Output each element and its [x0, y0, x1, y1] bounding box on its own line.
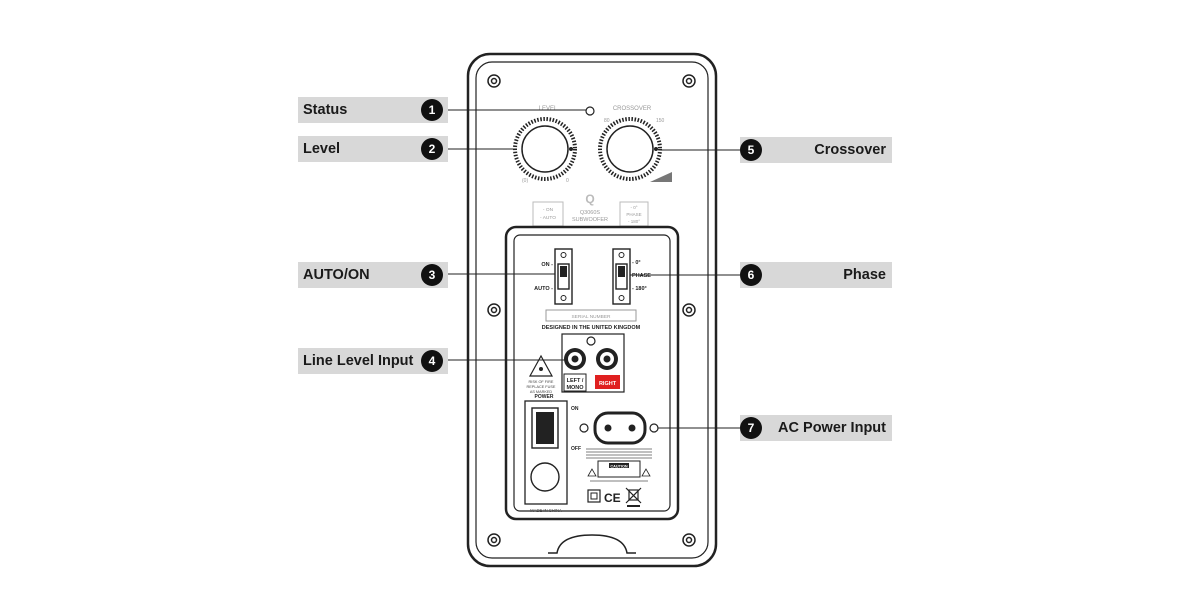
right-input-label: RIGHT	[599, 381, 617, 387]
callout-badge-6: 6	[740, 264, 762, 286]
leader-lines	[443, 109, 740, 429]
phase-180-label: - 180°	[632, 286, 647, 292]
mode-box-auto: - AUTO	[540, 215, 556, 221]
inlet-screw-right	[649, 423, 659, 433]
power-off-label: OFF	[571, 446, 581, 452]
switch-on-label: ON -	[541, 262, 553, 268]
ac-power-inlet[interactable]	[593, 411, 647, 445]
right-rca-jack[interactable]	[596, 348, 618, 370]
caution-label: CAUTION	[610, 464, 628, 468]
status-led	[585, 106, 595, 116]
replace-fuse-text: REPLACE FUSE	[527, 385, 556, 389]
brand-logo: Q	[585, 192, 594, 206]
lower-panel-inner	[513, 234, 671, 512]
phase-0-label: - 0°	[632, 260, 641, 266]
crossover-max-label: 150	[656, 118, 665, 124]
switch-auto-label: AUTO -	[534, 286, 553, 292]
input-indicator-dot	[586, 336, 596, 346]
model-type: SUBWOOFER	[572, 217, 608, 223]
serial-number-label: SERIAL NUMBER	[571, 314, 611, 320]
crossover-knob-label: CROSSOVER	[613, 106, 652, 112]
crossover-gradient-wedge	[650, 172, 672, 182]
left-input-label: LEFT /	[567, 378, 584, 384]
mono-input-label: MONO	[566, 385, 584, 391]
left-mono-rca-jack[interactable]	[564, 348, 586, 370]
bottom-handle-slot	[548, 534, 636, 554]
level-max-label: 0	[566, 178, 569, 184]
phase-box-0: - 0°	[630, 205, 637, 210]
level-knob[interactable]	[513, 117, 577, 181]
crossover-callout-label: Crossover	[740, 137, 892, 163]
level-min-label: (0)	[522, 178, 528, 184]
model-number: Q3060S	[580, 210, 601, 216]
level-knob-label: LEVEL	[539, 106, 558, 112]
weee-bin-icon	[625, 487, 642, 507]
phase-label-box	[619, 201, 649, 227]
as-marked-text: AS MARKED	[530, 390, 553, 394]
fuse-holder[interactable]	[530, 462, 560, 492]
callout-badge-7: 7	[740, 417, 762, 439]
cabinet-inner-outline	[475, 61, 709, 559]
callout-badge-2: 2	[421, 138, 443, 160]
inlet-screw-left	[579, 423, 589, 433]
phase-box-label: PHASE	[626, 212, 641, 217]
callout-badge-5: 5	[740, 139, 762, 161]
callout-badge-3: 3	[421, 264, 443, 286]
screws	[487, 74, 696, 547]
phase-callout-label: Phase	[740, 262, 892, 288]
double-insulation-icon	[587, 489, 601, 503]
designed-in-uk: DESIGNED IN THE UNITED KINGDOM	[542, 325, 641, 331]
fuse-warning-icon	[528, 354, 554, 377]
input-plate	[561, 333, 625, 393]
power-label: POWER	[535, 394, 554, 400]
right-tag	[595, 375, 620, 389]
phase-box-180: - 180°	[628, 219, 640, 224]
callout-badge-1: 1	[421, 99, 443, 121]
serial-number-box	[545, 309, 637, 322]
callout-badge-4: 4	[421, 350, 443, 372]
mode-label-box	[532, 201, 564, 227]
power-on-label: ON	[571, 406, 579, 412]
risk-of-fire-text: RISK OF FIRE	[529, 380, 554, 384]
line-level-input-callout-label: Line Level Input	[298, 348, 448, 374]
made-in-label: MADE IN CHINA	[530, 508, 562, 513]
ac-power-input-callout-label: AC Power Input	[740, 415, 892, 441]
phase-switch-label: PHASE	[632, 273, 651, 279]
crossover-knob[interactable]	[598, 117, 662, 181]
mode-box-on: - ON	[543, 207, 554, 213]
caution-warning-block: CAUTION	[584, 447, 654, 482]
crossover-min-label: 80	[604, 118, 610, 124]
ce-mark-icon: CE	[604, 491, 621, 505]
left-mono-tag	[563, 373, 587, 392]
